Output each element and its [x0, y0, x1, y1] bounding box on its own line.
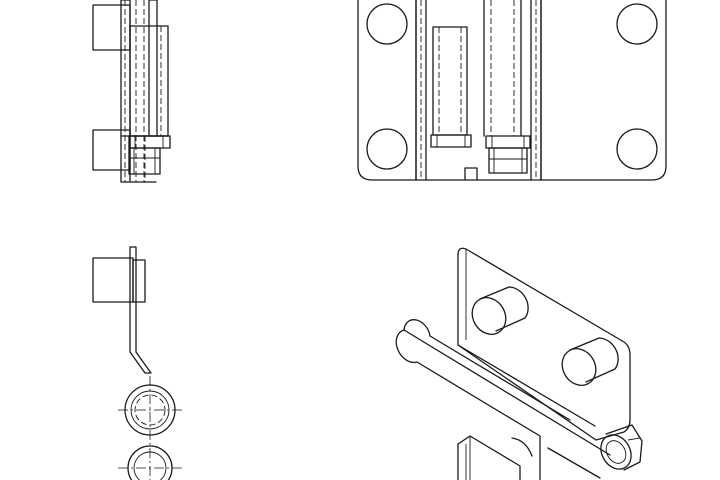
- boss-lower: [561, 337, 619, 386]
- isometric-view: [395, 247, 643, 480]
- front-view: [357, 0, 667, 181]
- boss-upper: [471, 286, 529, 335]
- side-view: [92, 0, 171, 183]
- top-view: [92, 246, 182, 480]
